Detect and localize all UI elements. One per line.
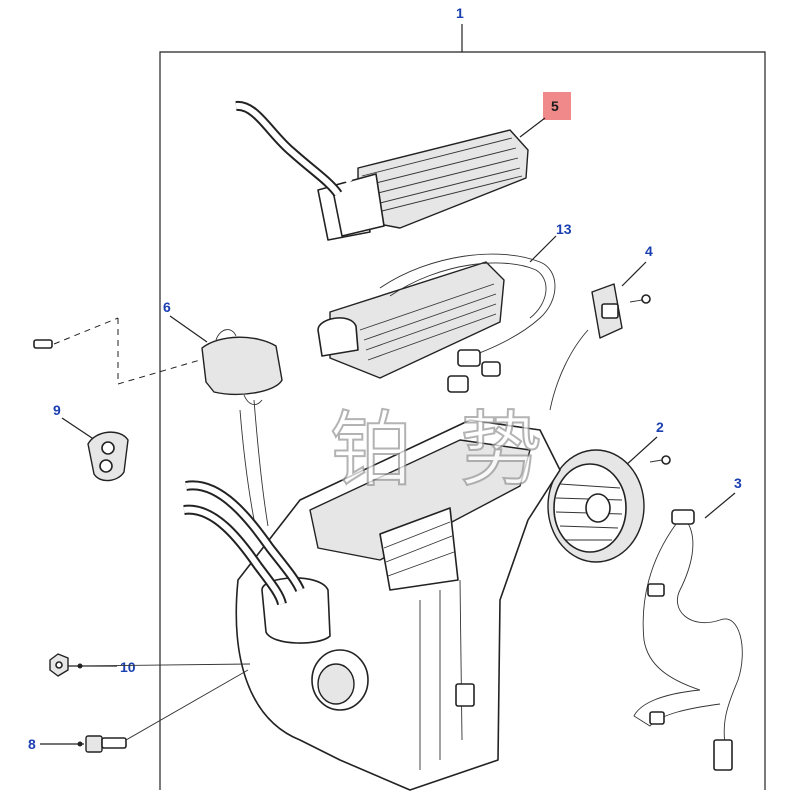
watermark: 铂 势: [329, 402, 543, 499]
svg-text:铂: 铂: [330, 403, 412, 498]
housing-cover[interactable]: [201, 329, 283, 406]
callout-6[interactable]: 6: [163, 299, 208, 343]
callout-3[interactable]: 3: [704, 475, 742, 519]
flange-nut[interactable]: [49, 653, 69, 677]
svg-text:1: 1: [456, 5, 464, 21]
svg-text:6: 6: [163, 299, 171, 315]
heater-core[interactable]: [235, 85, 529, 241]
callout-5[interactable]: 5: [519, 92, 571, 138]
callout-10[interactable]: 10: [65, 659, 136, 675]
svg-text:9: 9: [53, 402, 61, 418]
svg-text:4: 4: [645, 243, 653, 259]
callout-1[interactable]: 1: [456, 5, 464, 21]
wiring-harness[interactable]: [633, 509, 743, 771]
svg-text:5: 5: [551, 98, 559, 114]
svg-text:13: 13: [556, 221, 572, 237]
svg-text:2: 2: [656, 419, 664, 435]
blower-resistor[interactable]: [549, 283, 651, 411]
pipe-grommet[interactable]: [87, 431, 129, 482]
svg-text:势: 势: [460, 403, 542, 498]
svg-text:10: 10: [120, 659, 136, 675]
mounting-bolt[interactable]: [85, 735, 127, 753]
svg-text:3: 3: [734, 475, 742, 491]
blower-motor[interactable]: [547, 449, 671, 563]
callout-2[interactable]: 2: [624, 419, 664, 467]
callout-5-highlight: [543, 92, 571, 120]
hvac-housing[interactable]: [235, 399, 561, 791]
assembly-frame: [159, 24, 766, 790]
housing-pipes: [183, 480, 305, 606]
callout-9[interactable]: 9: [53, 402, 96, 441]
evaporator-element[interactable]: [317, 253, 556, 393]
callout-4[interactable]: 4: [621, 243, 653, 287]
fastener-leaders: [83, 663, 251, 741]
callout-13[interactable]: 13: [529, 221, 572, 263]
screw-leader: [33, 317, 201, 385]
callout-8[interactable]: 8: [28, 736, 84, 752]
svg-text:8: 8: [28, 736, 36, 752]
